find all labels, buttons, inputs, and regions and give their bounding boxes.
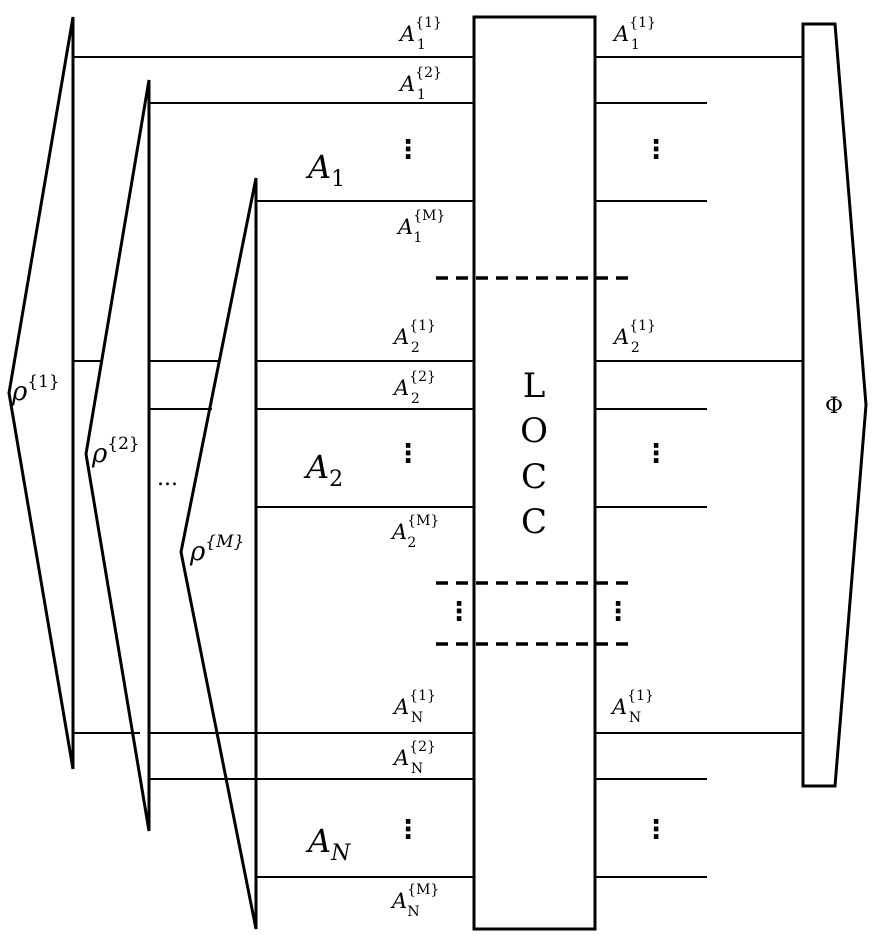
state-label-rho-M: ρ{M} — [189, 532, 244, 567]
wire-label-AN-2: A{2}N — [392, 739, 436, 777]
vdots-left-AN: ⋮ — [395, 815, 421, 845]
wire-labels-left: A{1}1 A{2}1 A{M}1 A{1}2 A{2}2 A{M}2 A{1}… — [390, 15, 445, 920]
state-rho-M — [179, 177, 258, 930]
party-label-A2: A2 — [303, 448, 343, 492]
wire-labels-right: A{1}1 A{1}2 A{1}N — [610, 15, 656, 726]
vdots-middle-right: ⋮ — [605, 597, 631, 627]
vdots-right-AN: ⋮ — [643, 815, 669, 845]
vdots-right-A2: ⋮ — [643, 439, 669, 469]
wire-label-A1-M: A{M}1 — [396, 208, 445, 246]
out-label-AN-1: A{1}N — [610, 688, 654, 726]
out-label-A2-1: A{1}2 — [612, 318, 656, 356]
vdots-left-A2: ⋮ — [395, 439, 421, 469]
locc-letter-L: L — [523, 366, 546, 406]
wire-label-A2-1: A{1}2 — [392, 318, 436, 356]
party-label-AN: AN — [305, 822, 351, 866]
out-label-A1-1: A{1}1 — [612, 15, 656, 53]
state-rho-1 — [7, 16, 75, 770]
output-phi-label: Φ — [825, 394, 843, 419]
locc-letter-C2: C — [521, 502, 547, 542]
output-phi-shape — [801, 22, 868, 788]
vdots-right-A1: ⋮ — [643, 135, 669, 165]
wire-label-AN-1: A{1}N — [392, 688, 436, 726]
wire-label-AN-M: A{M}N — [390, 882, 439, 920]
locc-letter-O: O — [520, 411, 548, 451]
vdots-left-A1: ⋮ — [395, 135, 421, 165]
wire-label-A1-1: A{1}1 — [398, 15, 442, 53]
states-ellipsis: ... — [157, 466, 178, 491]
party-label-A1: A1 — [305, 148, 345, 192]
state-label-rho-1: ρ{1} — [11, 372, 60, 407]
wire-label-A2-2: A{2}2 — [392, 369, 436, 407]
locc-letter-C1: C — [521, 457, 547, 497]
vdots-middle-left: ⋮ — [446, 597, 472, 627]
locc-box — [472, 15, 597, 931]
wire-label-A1-2: A{2}1 — [398, 65, 442, 103]
wire-label-A2-M: A{M}2 — [390, 513, 439, 551]
state-rho-2 — [84, 79, 151, 832]
state-label-rho-2: ρ{2} — [91, 434, 140, 469]
